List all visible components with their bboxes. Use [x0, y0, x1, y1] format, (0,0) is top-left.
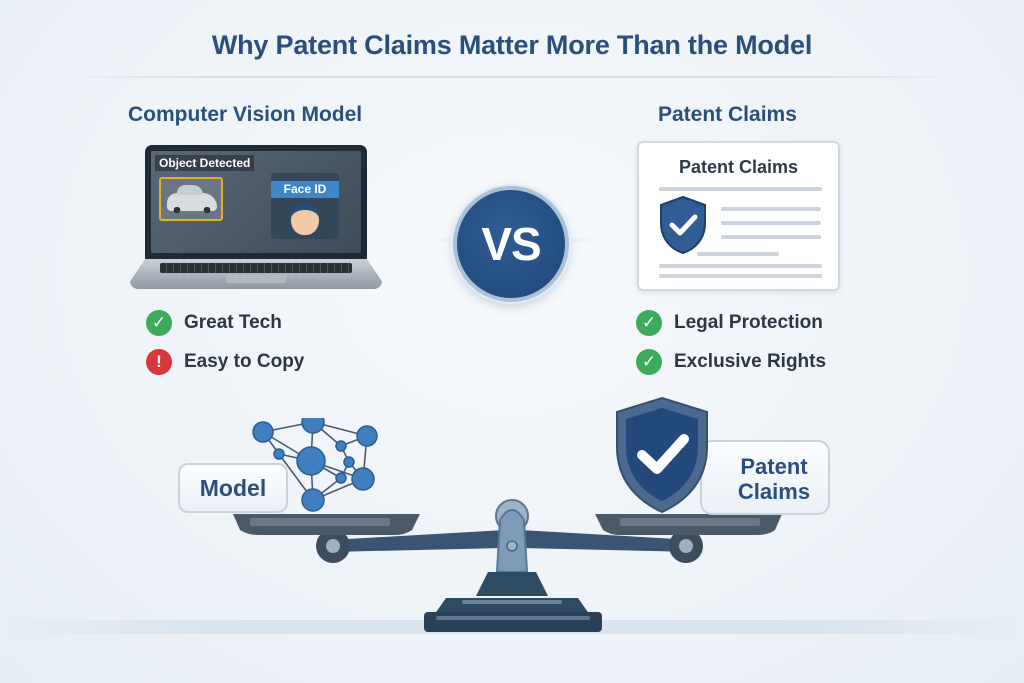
patent-document-card: Patent Claims	[637, 141, 840, 291]
model-label: Model	[178, 463, 288, 513]
page-title: Why Patent Claims Matter More Than the M…	[211, 30, 813, 60]
feature-easy-to-copy: ! Easy to Copy	[146, 349, 304, 375]
object-detected-label: Object Detected	[155, 155, 255, 171]
document-line	[721, 221, 821, 225]
feature-legal-protection: ✓ Legal Protection	[636, 310, 823, 336]
patent-claims-line2: Claims	[737, 479, 811, 504]
laptop-screen: Object Detected Face ID	[145, 145, 367, 259]
document-title: Patent Claims	[678, 157, 799, 177]
document-line	[659, 274, 822, 278]
patent-claims-label: Patent Claims	[700, 440, 830, 515]
feature-label: Easy to Copy	[184, 351, 305, 372]
vs-badge: VS	[453, 186, 569, 302]
patent-claims-line1: Patent	[740, 454, 808, 479]
left-column-heading: Computer Vision Model	[128, 103, 363, 126]
feature-label: Exclusive Rights	[674, 351, 827, 372]
face-id-label: Face ID	[271, 181, 339, 198]
feature-label: Great Tech	[184, 312, 282, 333]
car-icon	[167, 185, 217, 213]
document-line	[697, 252, 779, 256]
feature-exclusive-rights: ✓ Exclusive Rights	[636, 349, 826, 375]
object-detection-box	[159, 177, 223, 221]
keyboard	[160, 263, 352, 273]
shield-check-icon	[616, 396, 708, 514]
feature-label: Legal Protection	[674, 312, 823, 333]
check-icon: ✓	[636, 310, 662, 336]
feature-great-tech: ✓ Great Tech	[146, 310, 282, 336]
warning-icon: !	[146, 349, 172, 375]
face-icon	[291, 203, 319, 235]
right-column-heading: Patent Claims	[658, 103, 797, 126]
title-divider	[60, 76, 964, 78]
laptop-display: Object Detected Face ID	[151, 151, 361, 253]
check-icon: ✓	[636, 349, 662, 375]
document-line	[659, 187, 822, 191]
document-line	[721, 235, 821, 239]
face-id-panel: Face ID	[271, 173, 339, 239]
shield-check-icon	[660, 195, 706, 255]
trackpad	[226, 275, 286, 283]
document-line	[659, 264, 822, 268]
laptop-illustration: Object Detected Face ID	[130, 145, 382, 291]
neural-network-icon	[252, 418, 378, 512]
document-line	[721, 207, 821, 211]
check-icon: ✓	[146, 310, 172, 336]
